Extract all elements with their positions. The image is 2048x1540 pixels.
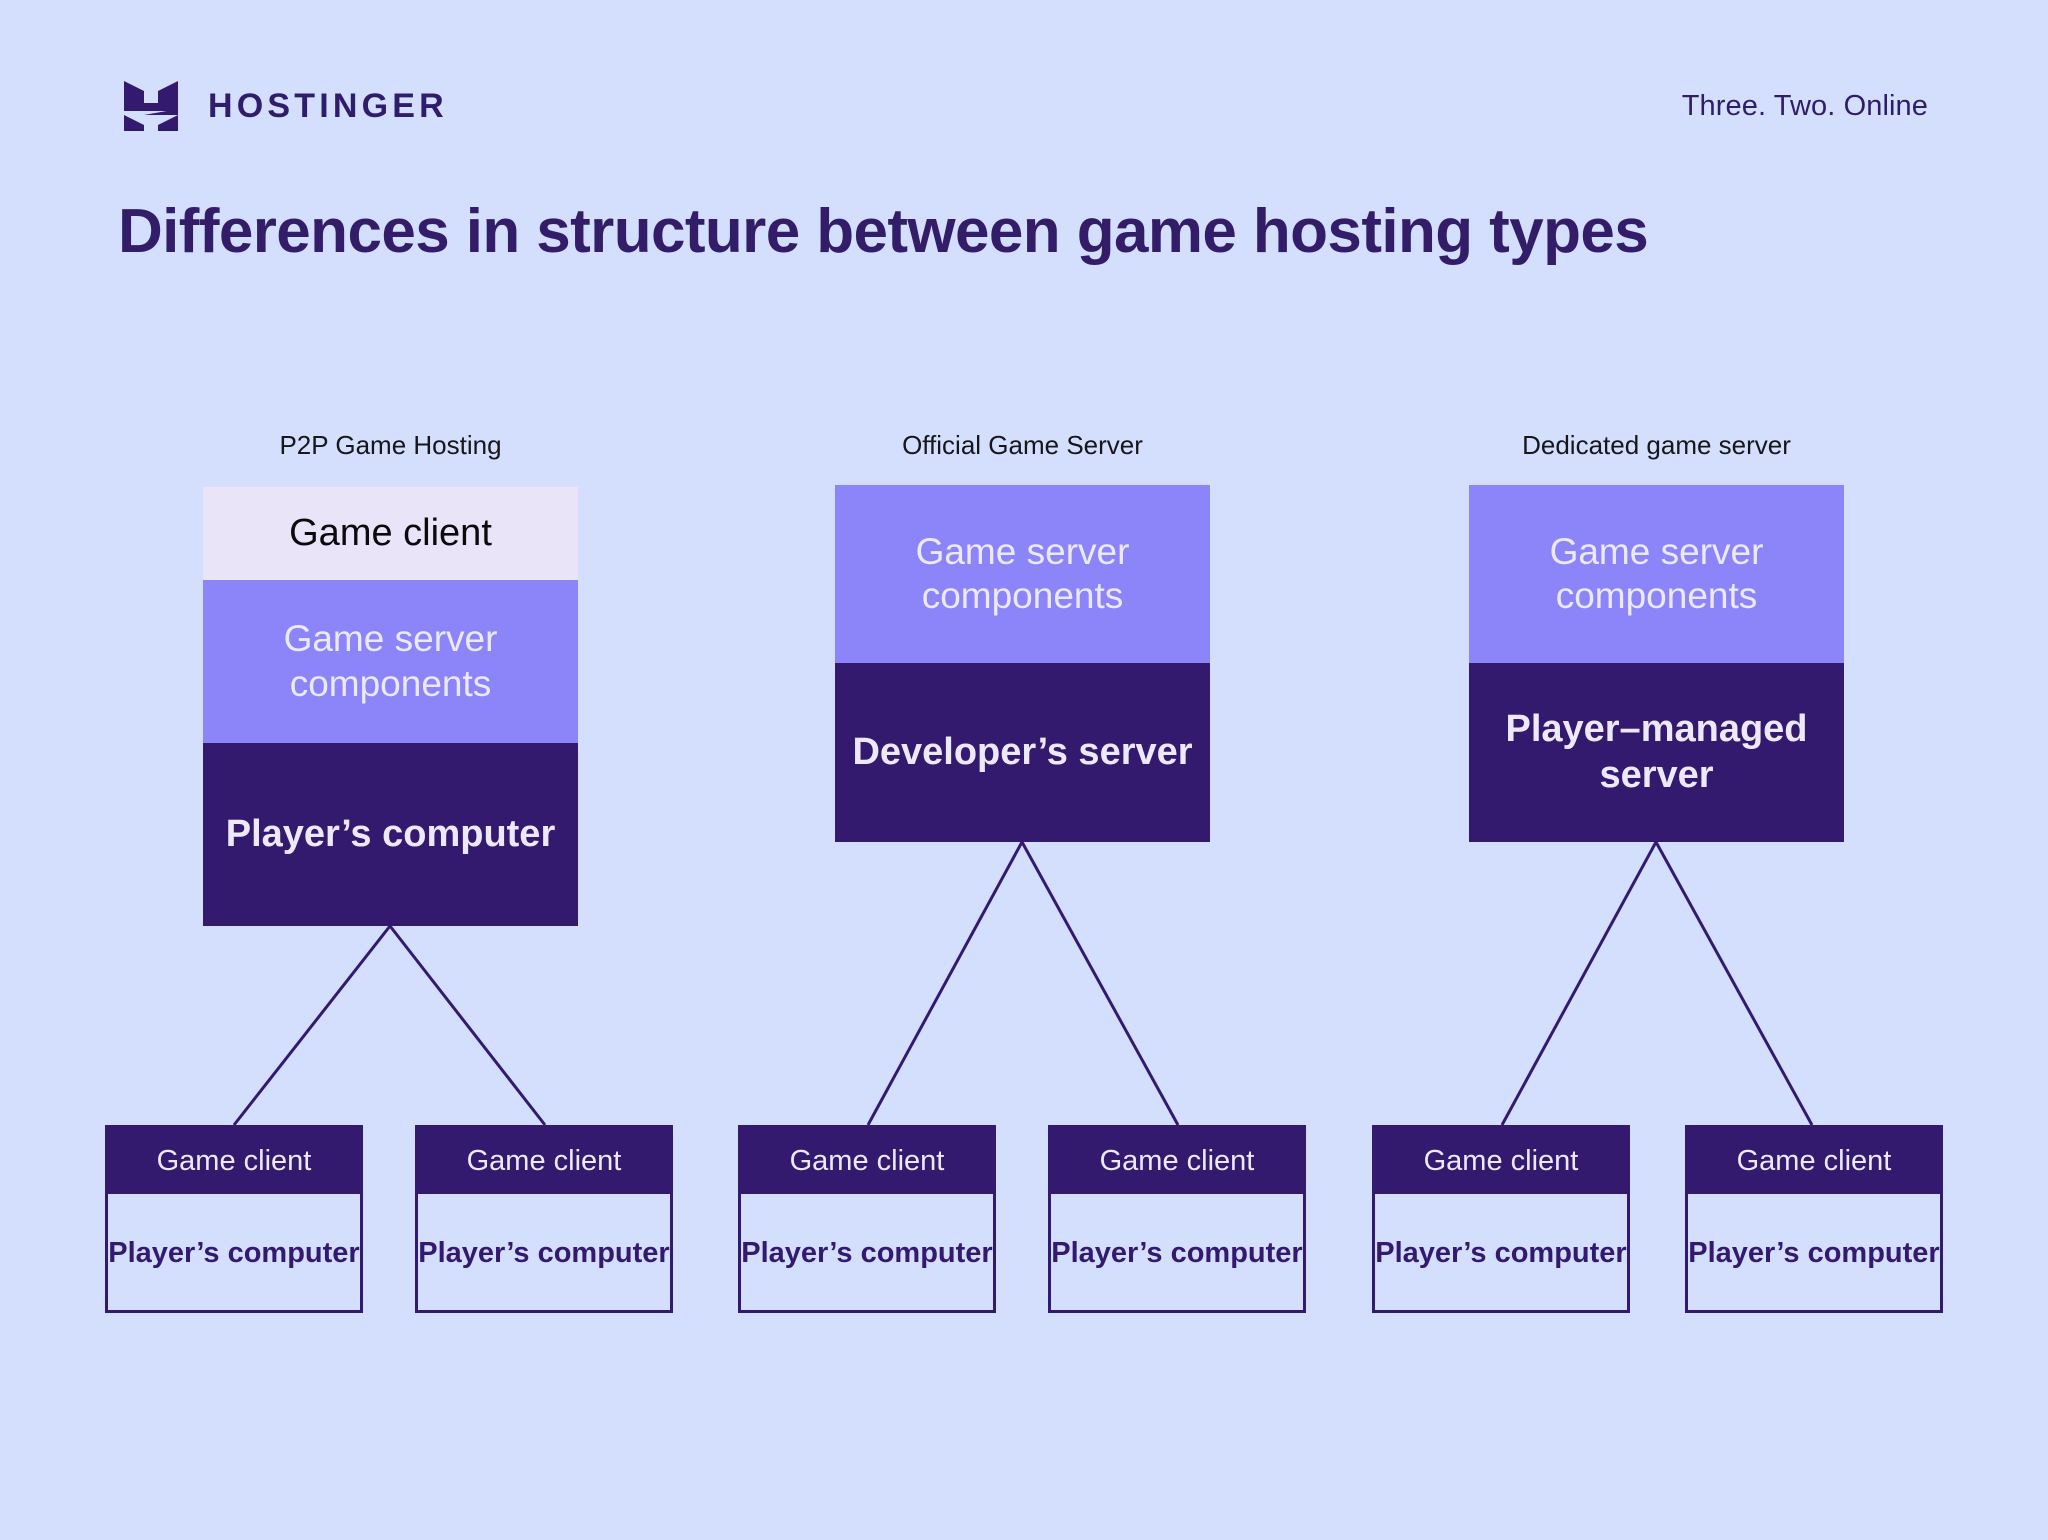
client-box: Game client Player’s computer [105,1125,363,1313]
client-box-body: Player’s computer [108,1237,360,1270]
stack-segment-game-server-components: Game server components [1469,485,1844,663]
client-box-header: Game client [418,1128,670,1194]
brand-tagline: Three. Two. Online [1681,89,1928,122]
client-box-body: Player’s computer [1688,1237,1940,1270]
client-box-body: Player’s computer [1375,1237,1627,1270]
client-box: Game client Player’s computer [1685,1125,1943,1313]
stack-official: Game server components Developer’s serve… [835,485,1210,842]
stack-p2p: Game client Game server components Playe… [203,487,578,926]
stack-segment-developers-server: Developer’s server [835,663,1210,842]
client-box-header: Game client [108,1128,360,1194]
client-box: Game client Player’s computer [738,1125,996,1313]
client-box-body: Player’s computer [1051,1237,1303,1270]
client-box-body: Player’s computer [418,1237,670,1270]
client-box: Game client Player’s computer [415,1125,673,1313]
client-box-header: Game client [1688,1128,1940,1194]
connector-line [1500,841,1658,1126]
column-label-dedicated: Dedicated game server [1522,430,1791,460]
brand-name: HOSTINGER [208,87,448,125]
brand-lockup: HOSTINGER [120,73,448,140]
hostinger-h-logo-icon [120,73,182,140]
connector-line [1020,841,1180,1126]
stack-dedicated: Game server components Player–managed se… [1469,485,1844,842]
connector-line [388,925,547,1126]
client-box-body: Player’s computer [741,1237,993,1270]
stack-segment-game-server-components: Game server components [203,580,578,743]
stack-segment-player-managed-server: Player–managed server [1469,663,1844,842]
page-header: HOSTINGER Three. Two. Online [120,72,1928,140]
client-box-header: Game client [1051,1128,1303,1194]
stack-segment-players-computer: Player’s computer [203,743,578,926]
client-box: Game client Player’s computer [1048,1125,1306,1313]
column-label-official: Official Game Server [902,430,1143,460]
client-box: Game client Player’s computer [1372,1125,1630,1313]
connector-line [232,925,392,1126]
column-label-p2p: P2P Game Hosting [279,430,502,460]
client-box-header: Game client [1375,1128,1627,1194]
stack-segment-game-client: Game client [203,487,578,580]
page-title: Differences in structure between game ho… [118,197,1649,266]
connector-line [1654,841,1814,1126]
client-box-header: Game client [741,1128,993,1194]
stack-segment-game-server-components: Game server components [835,485,1210,663]
connector-line [866,841,1024,1126]
